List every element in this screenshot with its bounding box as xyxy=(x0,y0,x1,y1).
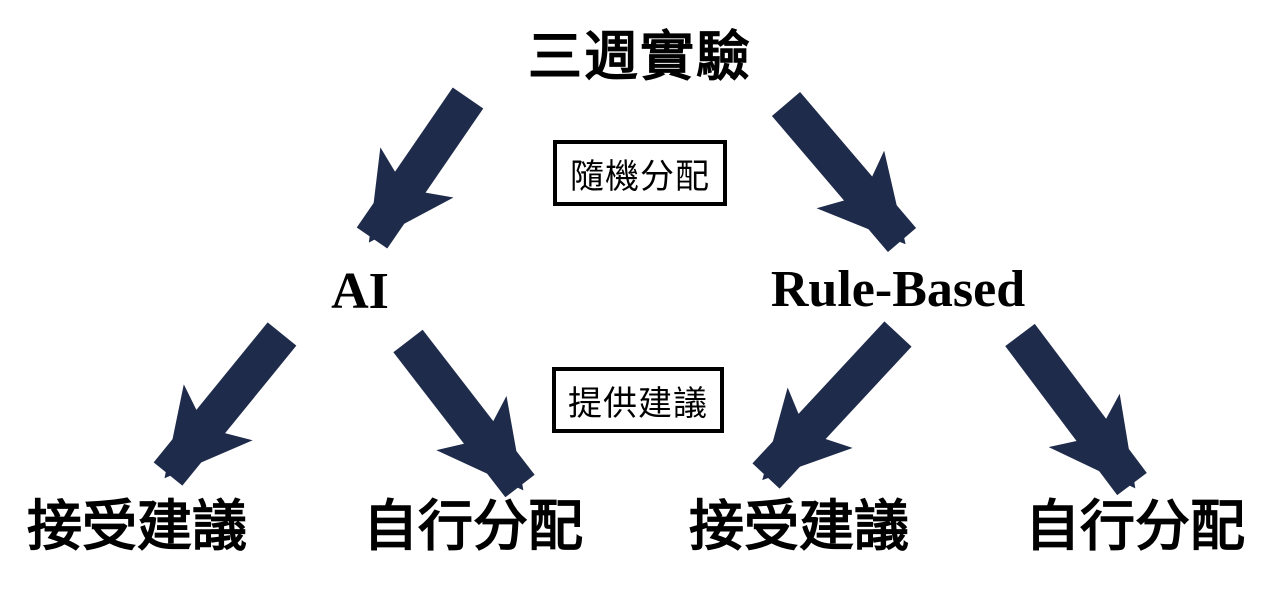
edge-label-random-assignment: 隨機分配 xyxy=(570,157,710,196)
arrow-title-to-rule-based-icon xyxy=(771,91,917,253)
branch-node-ai: AI xyxy=(331,263,389,320)
leaf-node-accept-advice-ai: 接受建議 xyxy=(26,495,248,557)
diagram-title: 三週實驗 xyxy=(528,27,752,87)
arrow-rule-to-accept-icon xyxy=(752,321,912,489)
arrow-ai-to-accept-icon xyxy=(153,322,297,486)
leaf-node-accept-advice-rule: 接受建議 xyxy=(688,495,910,557)
edge-label-provide-advice: 提供建議 xyxy=(568,384,708,423)
arrow-title-to-ai-icon xyxy=(356,87,484,249)
edge-label-box-provide-advice: 提供建議 xyxy=(552,367,724,433)
leaf-node-self-allocate-rule: 自行分配 xyxy=(1024,495,1246,557)
leaf-node-self-allocate-ai: 自行分配 xyxy=(362,495,584,557)
branch-node-rule-based: Rule-Based xyxy=(770,261,1026,318)
arrow-ai-to-self-icon xyxy=(393,329,535,498)
edge-label-box-random-assignment: 隨機分配 xyxy=(553,140,727,206)
arrow-rule-to-self-icon xyxy=(1005,323,1147,496)
